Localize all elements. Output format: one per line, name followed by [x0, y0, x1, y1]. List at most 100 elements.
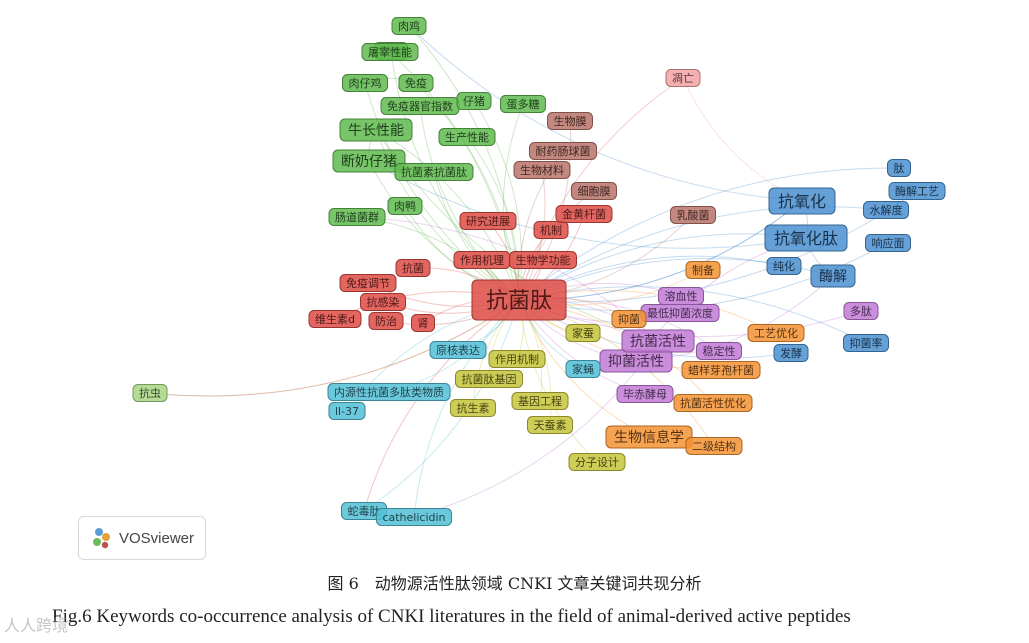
keyword-node-label: 纯化 [773, 259, 795, 273]
keyword-node-box [339, 118, 413, 142]
keyword-node-box [681, 361, 761, 379]
keyword-node: 多肽 [843, 302, 879, 320]
keyword-node-label: 生物信息学 [614, 429, 684, 446]
keyword-node-box [810, 264, 856, 288]
keyword-node-label: 肉鸡 [398, 19, 420, 33]
keyword-node-box [339, 274, 397, 292]
keyword-node-box [500, 95, 546, 113]
keyword-node-box [843, 302, 879, 320]
keyword-node-label: 牛长性能 [348, 123, 404, 139]
network-link [363, 299, 520, 512]
network-link [375, 129, 520, 301]
keyword-node-box [527, 416, 573, 434]
keyword-node-box [429, 341, 487, 359]
keyword-node-label: 金黄杆菌 [562, 207, 606, 221]
keyword-node-label: 耐药肠球菌 [536, 144, 591, 158]
keyword-node: 肾 [411, 314, 435, 332]
keyword-node: 工艺优化 [747, 324, 805, 342]
keyword-node-label: 抗菌活性优化 [680, 396, 746, 410]
figure-caption-chinese: 图 6 动物源活性肽领域 CNKI 文章关键词共现分析 [327, 574, 702, 593]
keyword-node: 机制 [533, 221, 569, 239]
keyword-node: 免疫调节 [339, 274, 397, 292]
keyword-node-box [509, 251, 577, 269]
keyword-node: 纯化 [766, 257, 802, 275]
keyword-node-label: 作用机制 [495, 352, 539, 366]
keyword-node: 天蚕素 [527, 416, 573, 434]
keyword-node: 屠宰性能 [361, 43, 419, 61]
keyword-node-box [511, 392, 569, 410]
keyword-node: 蜡样芽孢杆菌 [681, 361, 761, 379]
keyword-node-label: 抗菌肽基因 [462, 372, 517, 386]
keyword-node-box [360, 293, 406, 311]
keyword-node-box [387, 197, 423, 215]
keyword-node-label: 抑菌 [618, 312, 640, 326]
keyword-node-box [865, 234, 911, 252]
keyword-node-label: 抗菌素抗菌肽 [401, 165, 467, 179]
keyword-node-label: 抑菌率 [850, 336, 883, 350]
keyword-node: 蛋多糖 [500, 95, 546, 113]
keyword-node-label: 家蝇 [572, 362, 594, 376]
keyword-node-box [685, 437, 743, 455]
keyword-node: 肉鸭 [387, 197, 423, 215]
keyword-node: 免疫器官指数 [380, 97, 460, 115]
keyword-node-label: 蛋多糖 [507, 97, 540, 111]
keyword-node-box [887, 159, 911, 177]
keyword-node: 原核表达 [429, 341, 487, 359]
keyword-node-box [571, 182, 617, 200]
keyword-node: 分子设计 [568, 453, 626, 471]
figure-caption-english: Fig.6 Keywords co-occurrence analysis of… [52, 606, 851, 627]
keyword-node: 酶解工艺 [888, 182, 946, 200]
keyword-node-box [773, 344, 809, 362]
keyword-node: 抗菌肽基因 [455, 370, 523, 388]
keyword-node-label: 作用机理 [460, 253, 504, 267]
keyword-node-label: 毕赤酵母 [623, 388, 667, 401]
keyword-node: 肽 [887, 159, 911, 177]
keyword-node-label: 制备 [692, 263, 714, 277]
keyword-node-box [332, 149, 406, 173]
keyword-node-box [616, 385, 674, 403]
keyword-node-label: 机制 [540, 223, 562, 237]
keyword-node-label: 肉仔鸡 [349, 76, 382, 90]
keyword-node-label: 原核表达 [436, 343, 480, 357]
network-link [682, 77, 803, 202]
keyword-node-box [328, 208, 386, 226]
keyword-node-label: 抗菌 [402, 261, 424, 275]
keyword-node-box [568, 453, 626, 471]
keyword-node-box [665, 69, 701, 87]
keyword-node-box [670, 206, 716, 224]
network-nodes: 抗菌肽抗氧化肽抗氧化酶解抑菌活性抗菌活性牛长性能断奶仔猪肉鸡肉仔鸡免疫蛋鸡屠宰性… [132, 17, 946, 526]
keyword-node: 水解度 [863, 201, 909, 219]
keyword-node-label: 乳酸菌 [677, 208, 710, 222]
keyword-node: 毕赤酵母 [616, 385, 674, 403]
keyword-node: 生物信息学 [605, 425, 693, 449]
keyword-node-label: 天蚕素 [534, 419, 567, 432]
keyword-node-label: 蛇毒肽 [348, 504, 381, 518]
keyword-node: 溶血性 [658, 287, 704, 305]
keyword-node-box [565, 324, 601, 342]
keyword-node-label: 最低抑菌浓度 [647, 306, 713, 320]
keyword-node: 断奶仔猪 [332, 149, 406, 173]
keyword-node-box [513, 161, 571, 179]
keyword-node-label: 维生素d [315, 312, 355, 326]
keyword-node-label: 肾 [418, 317, 429, 330]
keyword-node-label: 生产性能 [445, 130, 489, 144]
keyword-node-box [768, 187, 836, 215]
keyword-node-label: 多肽 [850, 304, 872, 318]
network-link [364, 82, 520, 301]
keyword-node-label: 断奶仔猪 [341, 154, 397, 170]
keyword-node-label: 稳定性 [703, 344, 736, 358]
keyword-node-box [611, 310, 647, 328]
vosviewer-logo-icon [93, 528, 110, 549]
keyword-node-label: 抗菌活性 [630, 334, 686, 350]
keyword-node: 抗菌肽 [471, 279, 567, 321]
keyword-node: 家蚕 [565, 324, 601, 342]
keyword-node-box [747, 324, 805, 342]
keyword-node-label: cathelicidin [382, 511, 445, 524]
keyword-node: 凋亡 [665, 69, 701, 87]
keyword-node-box [764, 224, 848, 252]
keyword-node-label: 抗菌肽 [486, 289, 552, 314]
keyword-node-label: 家蚕 [572, 326, 594, 340]
keyword-node-label: 抗氧化肽 [774, 229, 838, 248]
keyword-node-box [327, 383, 451, 401]
keyword-node-box [308, 310, 362, 328]
